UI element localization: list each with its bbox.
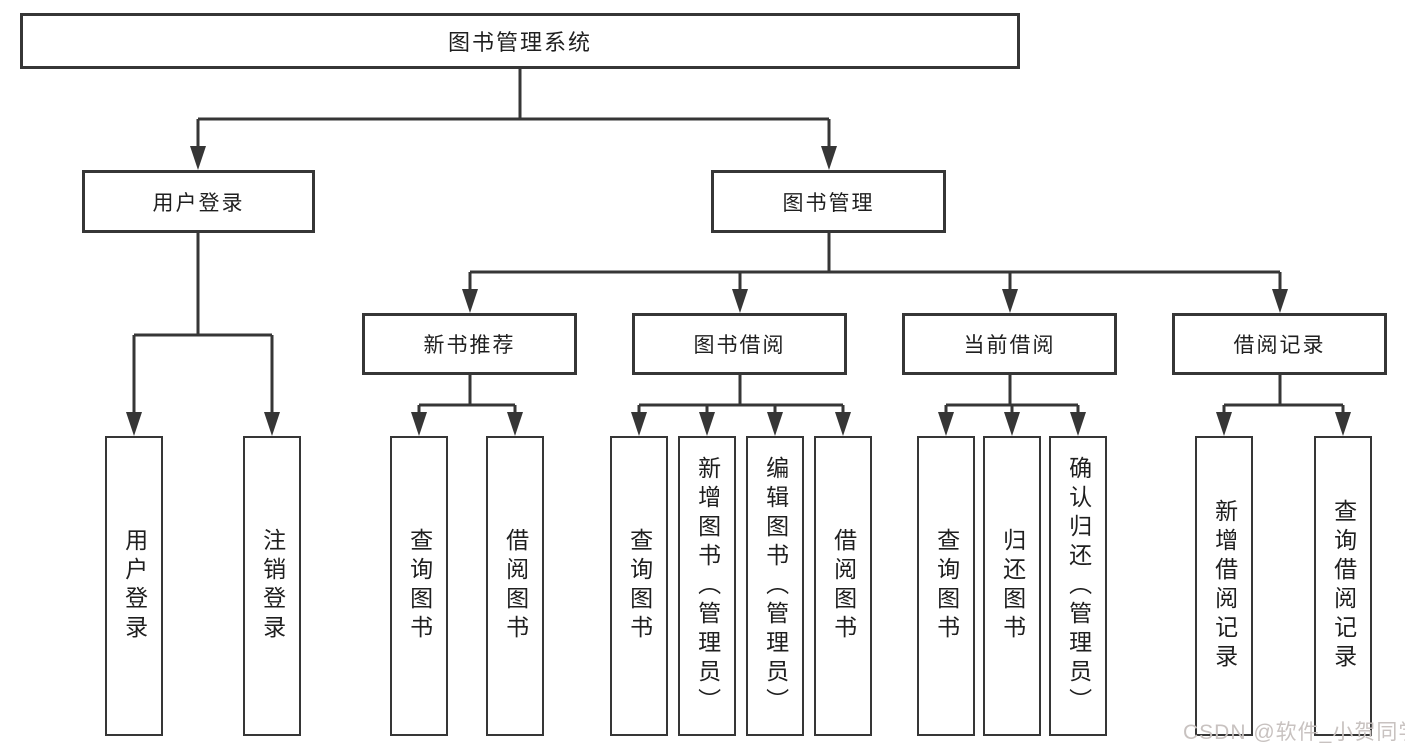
node-leaf-borrow-add-admin: 新增图书（管理员） [678,436,736,736]
arrow-down-icon [821,146,837,170]
connector-newbook-branch [417,375,517,416]
arrow-down-icon [732,289,748,313]
node-leaf-newbook-query: 查询图书 [390,436,448,736]
connector-bookborrow-branch [637,375,845,416]
arrow-down-icon [1216,412,1232,436]
node-leaf-newbook-borrow: 借阅图书 [486,436,544,736]
node-current-borrow: 当前借阅 [902,313,1117,375]
arrow-down-icon [835,412,851,436]
node-leaf-current-query: 查询图书 [917,436,975,736]
node-leaf-user-login: 用户登录 [105,436,163,736]
arrow-down-icon [767,412,783,436]
arrow-down-icon [462,289,478,313]
arrow-down-icon [126,412,142,436]
node-leaf-records-add: 新增借阅记录 [1195,436,1253,736]
node-user-login: 用户登录 [82,170,315,233]
arrow-down-icon [411,412,427,436]
connector-userlogin-branch [132,233,274,416]
arrow-down-icon [699,412,715,436]
connector-currentborrow-branch [944,375,1080,416]
node-book-management: 图书管理 [711,170,946,233]
node-leaf-current-return: 归还图书 [983,436,1041,736]
arrow-down-icon [1070,412,1086,436]
node-leaf-borrow-book: 借阅图书 [814,436,872,736]
arrow-down-icon [1002,289,1018,313]
connector-bookmgmt-branch [468,233,1282,293]
arrow-down-icon [507,412,523,436]
arrow-down-icon [1004,412,1020,436]
node-leaf-records-query: 查询借阅记录 [1314,436,1372,736]
arrow-down-icon [1272,289,1288,313]
node-leaf-logout: 注销登录 [243,436,301,736]
node-book-borrow: 图书借阅 [632,313,847,375]
csdn-watermark: CSDN @软件_小贺同学 [1183,721,1405,744]
node-new-book-recommend: 新书推荐 [362,313,577,375]
arrow-down-icon [631,412,647,436]
arrow-down-icon [1335,412,1351,436]
node-leaf-borrow-query: 查询图书 [610,436,668,736]
node-leaf-current-confirm-admin: 确认归还（管理员） [1049,436,1107,736]
arrow-down-icon [190,146,206,170]
arrow-down-icon [264,412,280,436]
connector-records-branch [1222,375,1345,416]
connector-root-to-level2 [196,69,831,150]
node-root-system: 图书管理系统 [20,13,1020,69]
node-borrow-records: 借阅记录 [1172,313,1387,375]
node-leaf-borrow-edit-admin: 编辑图书（管理员） [746,436,804,736]
arrow-down-icon [938,412,954,436]
